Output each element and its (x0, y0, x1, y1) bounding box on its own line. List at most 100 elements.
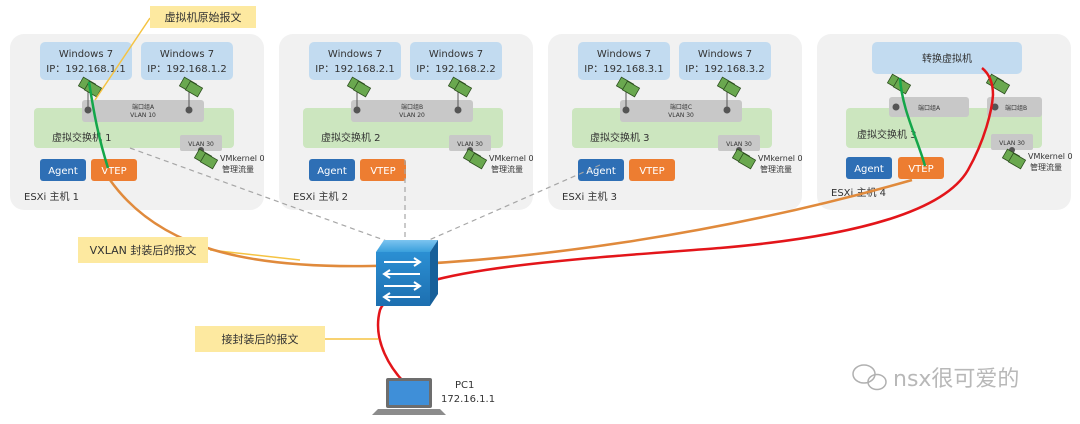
host-1: Windows 7 IP：192.168.1.1 Windows 7 IP：19… (24, 42, 265, 203)
vtep-box (91, 159, 137, 181)
port-dot (892, 103, 900, 111)
vlan30-label: VLAN 30 (726, 141, 752, 148)
pc-ip: 172.16.1.1 (441, 394, 495, 405)
vmkernel-label: VMkernel 0 (489, 154, 534, 163)
portgroup (351, 100, 473, 122)
vmkernel-label: VMkernel 0 (1028, 152, 1073, 161)
port-dot (991, 103, 999, 111)
vtep-label: VTEP (370, 166, 395, 177)
host-4: 转换虚拟机 虚拟交换机 3 端口组A 端口组B VLAN 30 VMkernel… (831, 42, 1073, 199)
nic-icon (346, 76, 372, 98)
path-original-frame-host4 (898, 77, 927, 167)
host-name: ESXi 主机 4 (831, 186, 886, 199)
nic-icon (447, 76, 473, 98)
host-2: Windows 7 IP：192.168.2.1 Windows 7 IP：19… (293, 42, 534, 203)
vm-box (40, 42, 132, 80)
vlan30-label: VLAN 30 (999, 140, 1025, 147)
vm-ip: IP：192.168.2.2 (416, 64, 495, 75)
vm-name: Windows 7 (698, 49, 752, 60)
vlan30-port (718, 135, 760, 151)
uplink-host1 (129, 147, 396, 245)
vm-name: Windows 7 (429, 49, 483, 60)
vm-name: Windows 7 (160, 49, 214, 60)
nic-icon (178, 76, 204, 98)
vswitch-label: 虚拟交换机 3 (590, 131, 650, 144)
portgroup-a (889, 97, 969, 117)
watermark-text: nsx很可爱的 (893, 367, 1019, 392)
vm-ip: IP：192.168.2.1 (315, 64, 394, 75)
callout-original: 虚拟机原始报文 (165, 10, 242, 24)
vtep-box (629, 159, 675, 181)
nic-icon (716, 76, 742, 98)
uplinks (129, 147, 601, 245)
host-name: ESXi 主机 2 (293, 190, 348, 203)
vm-ip: IP：192.168.1.1 (46, 64, 125, 75)
vm-box (309, 42, 401, 80)
vtep-box (360, 159, 406, 181)
vmkernel-desc: 管理流量 (1030, 162, 1062, 172)
vtep-label: VTEP (639, 166, 664, 177)
nic-icon (1001, 148, 1027, 170)
nic-icon (731, 148, 757, 170)
agent-box (846, 157, 892, 179)
agent-label: Agent (586, 166, 616, 177)
vm-box (141, 42, 233, 80)
agent-label: Agent (317, 166, 347, 177)
vmkernel-desc: 管理流量 (222, 164, 254, 174)
vtep-box (898, 157, 944, 179)
vlan30-label: VLAN 30 (457, 141, 483, 148)
vlan30-label: VLAN 30 (188, 141, 214, 148)
vswitch-label: 虚拟交换机 2 (321, 131, 381, 144)
vlan30-port (991, 134, 1033, 150)
vlan30-port (449, 135, 491, 151)
vm-name: Windows 7 (59, 49, 113, 60)
portgroup (82, 100, 204, 122)
portgroup-a-label: 端口组A (918, 104, 941, 112)
agent-box (578, 159, 624, 181)
vm-box (679, 42, 771, 80)
vm-ip: IP：192.168.1.2 (147, 64, 226, 75)
host-name: ESXi 主机 3 (562, 190, 617, 203)
vmkernel-label: VMkernel 0 (220, 154, 265, 163)
vtep-label: VTEP (908, 164, 933, 175)
vm-box (410, 42, 502, 80)
agent-label: Agent (48, 166, 78, 177)
wechat-icon (852, 364, 887, 391)
portgroup-vlan: VLAN 10 (130, 112, 156, 119)
agent-box (309, 159, 355, 181)
path-original-frame-host1 (87, 81, 110, 169)
vm-name: Windows 7 (328, 49, 382, 60)
host-name: ESXi 主机 1 (24, 190, 79, 203)
portgroup-vlan: VLAN 30 (668, 112, 694, 119)
nic-icon (193, 148, 219, 170)
callout-leader (94, 17, 151, 101)
callout-leader (209, 249, 301, 261)
vm-name: 转换虚拟机 (922, 52, 972, 65)
portgroup-vlan: VLAN 20 (399, 112, 425, 119)
portgroup-b-label: 端口组B (1005, 104, 1027, 112)
vm-ip: IP：192.168.3.2 (685, 64, 764, 75)
agent-label: Agent (854, 164, 884, 175)
callout-vxlan: VXLAN 封装后的报文 (90, 243, 197, 257)
nic-icon (615, 76, 641, 98)
portgroup-label: 端口组A (132, 103, 155, 111)
vmkernel-desc: 管理流量 (491, 164, 523, 174)
portgroup-label: 端口组B (401, 103, 423, 111)
vm-name: Windows 7 (597, 49, 651, 60)
vm-box (872, 42, 1022, 74)
callout-box (150, 6, 256, 28)
callout-box (78, 237, 208, 263)
host-3: Windows 7 IP：192.168.3.1 Windows 7 IP：19… (562, 42, 803, 203)
agent-box (40, 159, 86, 181)
vswitch-label: 虚拟交换机 1 (52, 131, 112, 144)
callout-box (195, 326, 325, 352)
path-decapsulated (376, 67, 995, 389)
portgroup-label: 端口组C (670, 103, 692, 111)
vlan30-port (180, 135, 222, 151)
callout-decap: 接封装后的报文 (222, 332, 299, 346)
vm-box (578, 42, 670, 80)
laptop-icon (372, 378, 446, 415)
nic-icon (462, 148, 488, 170)
physical-switch-icon (376, 240, 438, 306)
